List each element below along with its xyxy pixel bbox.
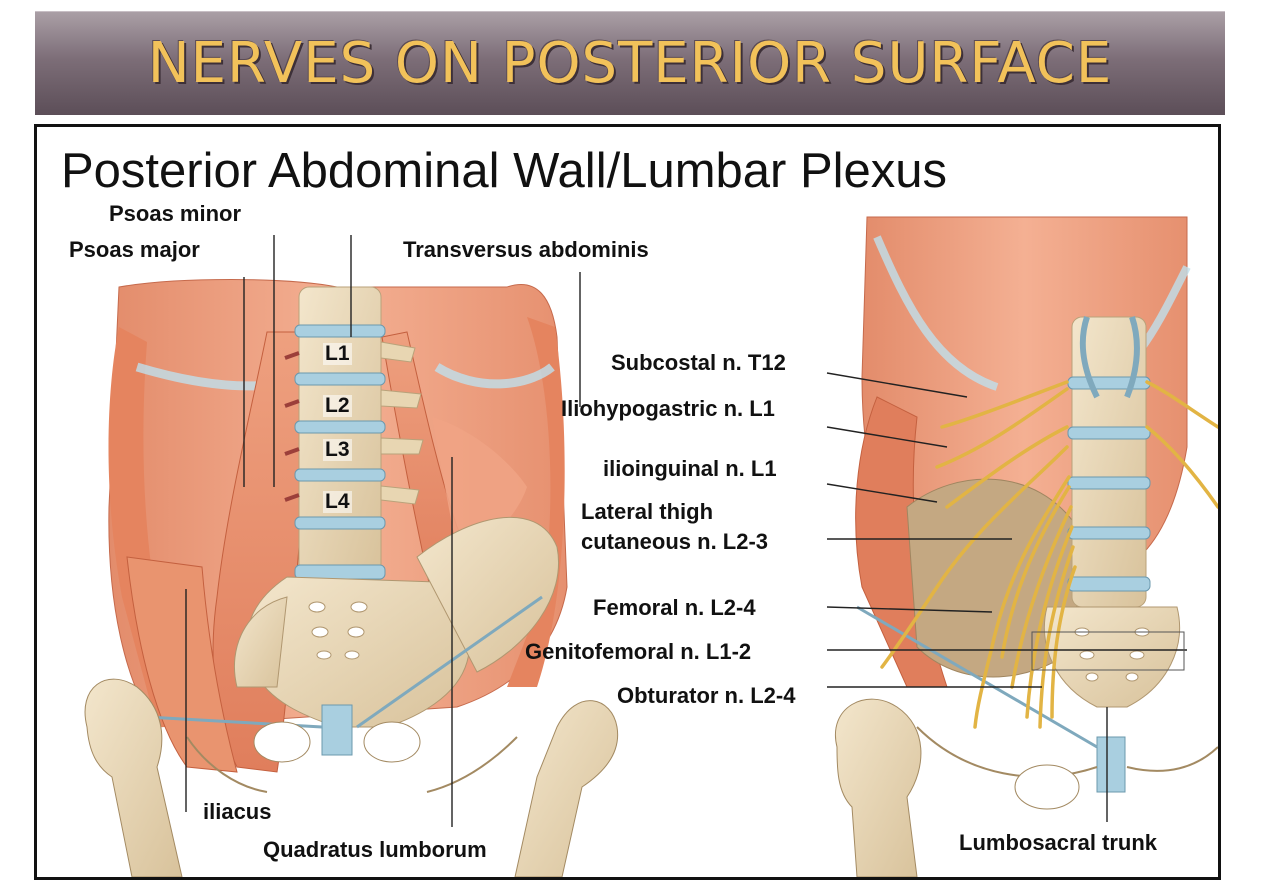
label-quadratus-lumborum: Quadratus lumborum	[263, 837, 487, 862]
label-lumbosacral-trunk: Lumbosacral trunk	[959, 830, 1158, 855]
label-iliacus: iliacus	[203, 799, 272, 824]
label-psoas-minor: Psoas minor	[109, 201, 242, 226]
vertebra-label-l2: L2	[323, 394, 352, 417]
vertebra-label-l1: L1	[323, 342, 352, 365]
label-genitofemoral-nerve: Genitofemoral n. L1-2	[525, 639, 752, 664]
label-obturator-nerve: Obturator n. L2-4	[617, 683, 796, 708]
right-figure	[826, 216, 1218, 877]
left-figure	[84, 235, 619, 877]
title-banner: NERVES ON POSTERIOR SURFACE	[35, 11, 1225, 115]
vertebra-label-l4: L4	[323, 490, 352, 513]
label-subcostal-nerve: Subcostal n. T12	[611, 350, 786, 375]
label-psoas-major: Psoas major	[69, 237, 200, 262]
slide-frame: Posterior Abdominal Wall/Lumbar Plexus	[34, 124, 1221, 880]
label-transversus-abdominis: Transversus abdominis	[403, 237, 649, 262]
banner-title: NERVES ON POSTERIOR SURFACE	[147, 31, 1113, 96]
label-lateral-thigh-cutaneous-line1: Lateral thigh	[581, 499, 714, 524]
slide-title: Posterior Abdominal Wall/Lumbar Plexus	[61, 144, 948, 198]
vertebra-label-l3: L3	[323, 438, 352, 461]
label-femoral-nerve: Femoral n. L2-4	[593, 595, 756, 620]
label-ilioinguinal-nerve: ilioinguinal n. L1	[603, 456, 777, 481]
label-iliohypogastric-nerve: Iliohypogastric n. L1	[561, 396, 775, 421]
label-lateral-thigh-cutaneous-line2: cutaneous n. L2-3	[581, 529, 769, 554]
